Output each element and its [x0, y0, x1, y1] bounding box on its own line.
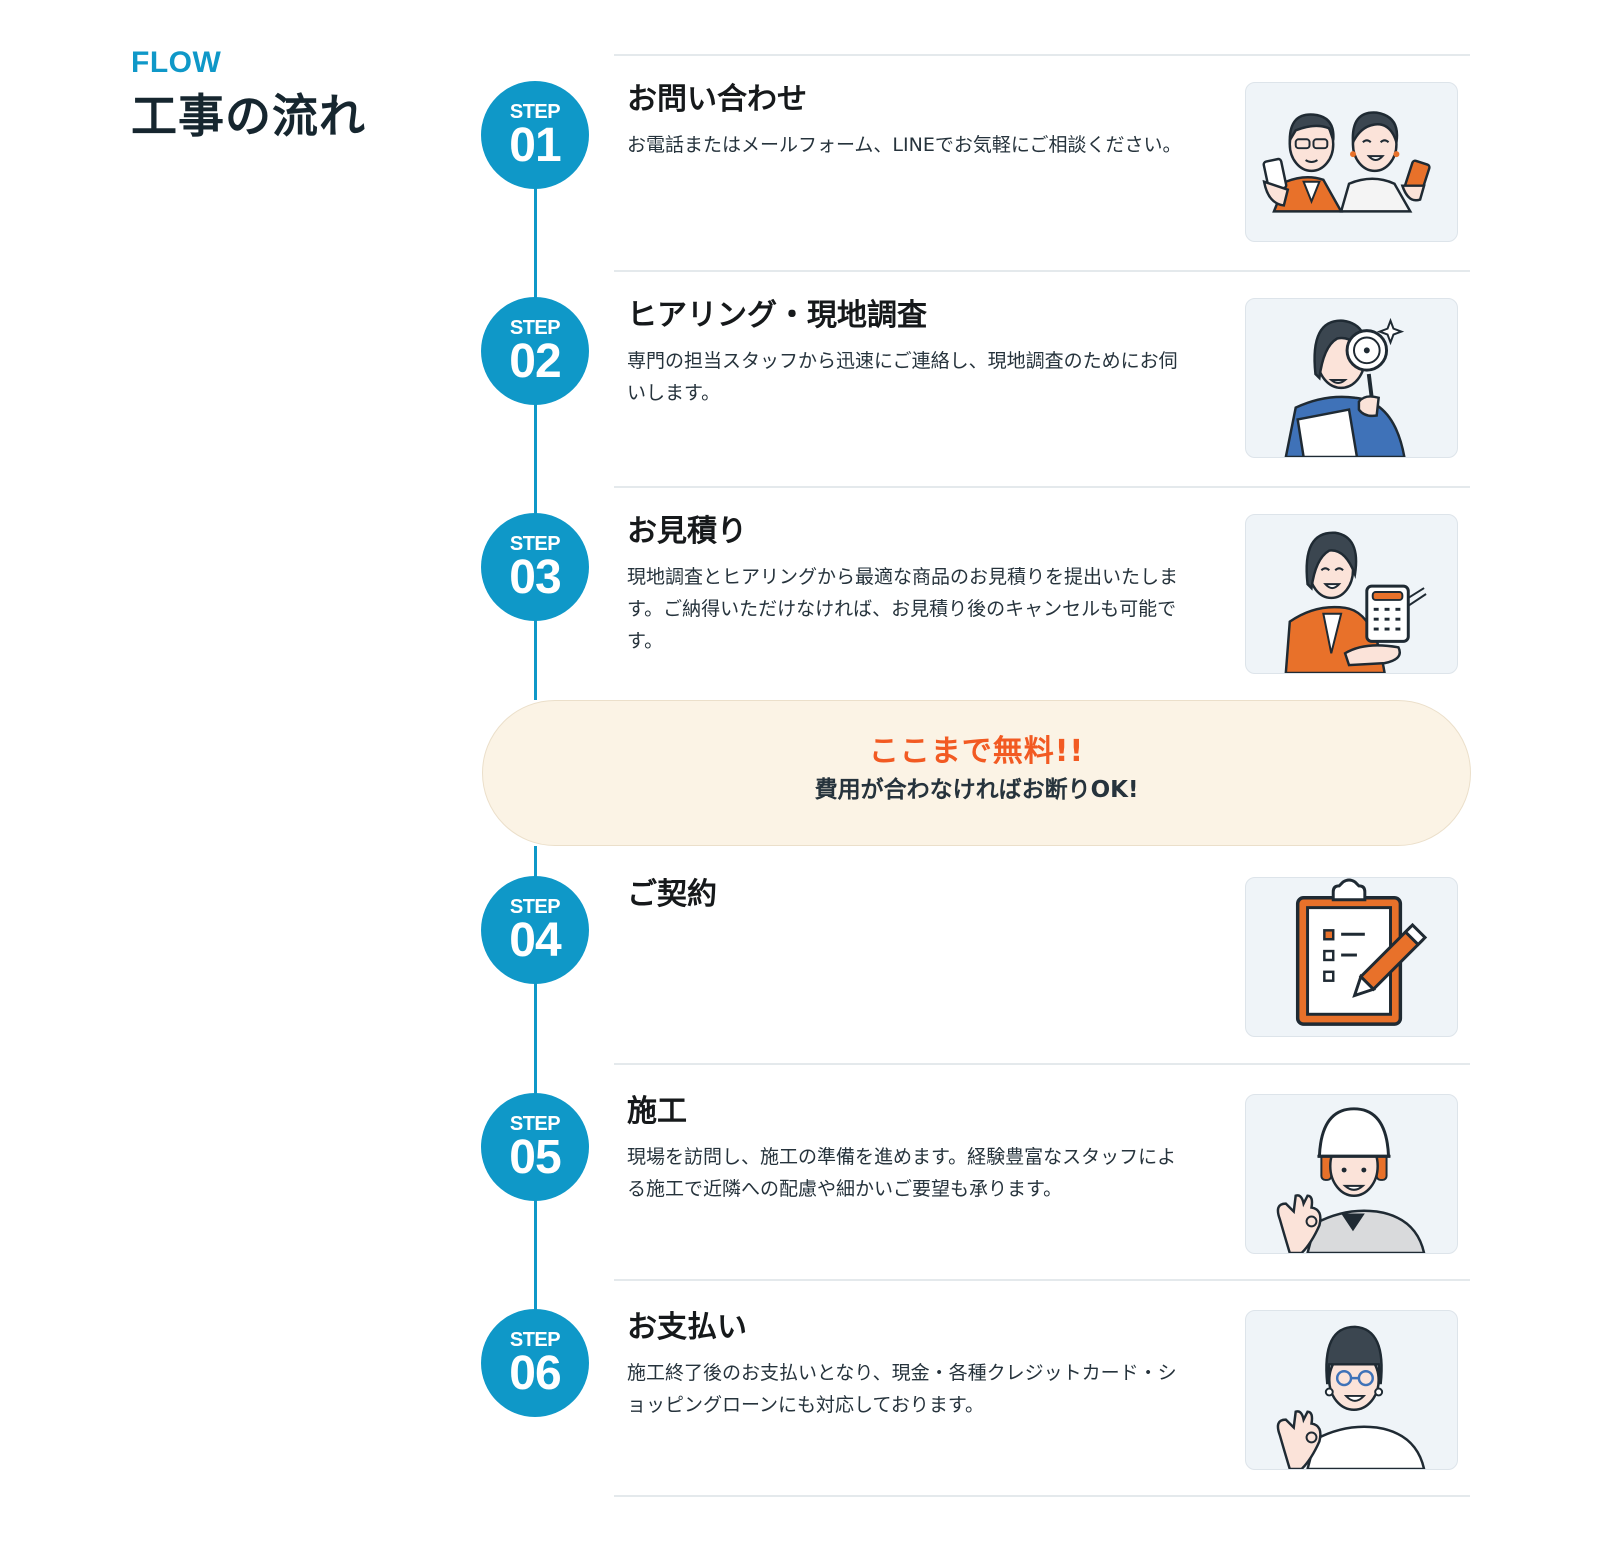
step-badge: STEP 01: [481, 81, 589, 189]
step-badge-number: 05: [509, 1131, 561, 1184]
free-banner-sub: 費用が合わなければお断りOK!: [814, 777, 1139, 803]
free-until-here-banner: ここまで無料!! 費用が合わなければお断りOK!: [482, 700, 1471, 846]
step-badge-number: 02: [509, 335, 561, 388]
step-divider: [614, 1279, 1470, 1281]
woman-with-glasses-ok-illustration: [1276, 1325, 1426, 1469]
free-banner-main: ここまで無料!!: [868, 734, 1085, 769]
woman-with-magnifier-illustration: [1284, 317, 1406, 457]
step-divider: [614, 1063, 1470, 1065]
step-badge-number: 04: [509, 914, 561, 967]
step-badge: STEP 04: [481, 876, 589, 984]
step-badge: STEP 06: [481, 1309, 589, 1417]
step-description: 専門の担当スタッフから迅速にご連絡し、現地調査のためにお伺いします。: [627, 350, 1178, 404]
step-title: お問い合わせ: [627, 82, 807, 117]
step-badge-label: STEP: [509, 1329, 561, 1351]
step-badge-number: 01: [509, 119, 561, 172]
step-divider: [614, 1495, 1470, 1497]
step-badge-label: STEP: [509, 317, 561, 339]
step-illustration: [1245, 1310, 1458, 1470]
step-title: お見積り: [627, 514, 747, 549]
step-illustration: [1245, 877, 1458, 1037]
step-illustration: [1245, 1094, 1458, 1254]
step-description: 施工終了後のお支払いとなり、現金・各種クレジットカード・ショッピングローンにも対…: [627, 1362, 1177, 1416]
step-illustration: [1245, 298, 1458, 458]
step-badge-number: 06: [509, 1347, 561, 1400]
step-title: 施工: [627, 1094, 687, 1129]
step-description: お電話またはメールフォーム、LINEでお気軽にご相談ください。: [627, 134, 1182, 156]
step-badge-label: STEP: [509, 896, 561, 918]
step-illustration: [1245, 82, 1458, 242]
step-badge: STEP 02: [481, 297, 589, 405]
construction-worker-ok-illustration: [1276, 1107, 1426, 1253]
step-badge: STEP 05: [481, 1093, 589, 1201]
step-description: 現地調査とヒアリングから最適な商品のお見積りを提出いたします。ご納得いただけなけ…: [627, 566, 1179, 652]
step-title: ヒアリング・現地調査: [627, 298, 927, 333]
clipboard-with-pencil-illustration: [1295, 878, 1428, 1026]
step-badge-label: STEP: [509, 101, 561, 123]
step-badge-label: STEP: [509, 1113, 561, 1135]
section-title: 工事の流れ: [131, 89, 366, 143]
step-badge-number: 03: [509, 551, 561, 604]
step-divider: [614, 270, 1470, 272]
section-heading: FLOW 工事の流れ: [131, 46, 366, 146]
step-illustration: [1245, 514, 1458, 674]
step-title: ご契約: [627, 877, 717, 912]
couple-with-smartphones-illustration: [1262, 111, 1431, 213]
step-badge: STEP 03: [481, 513, 589, 621]
step-badge-label: STEP: [509, 533, 561, 555]
step-title: お支払い: [627, 1310, 747, 1345]
section-eyebrow: FLOW: [131, 46, 222, 79]
step-description: 現場を訪問し、施工の準備を進めます。経験豊富なスタッフによる施工で近隣への配慮や…: [627, 1146, 1177, 1200]
step-divider: [614, 486, 1470, 488]
timeline-connector: [534, 150, 537, 700]
timeline-connector: [534, 846, 537, 1336]
step-divider: [614, 54, 1470, 56]
woman-with-calculator-illustration: [1284, 531, 1427, 673]
